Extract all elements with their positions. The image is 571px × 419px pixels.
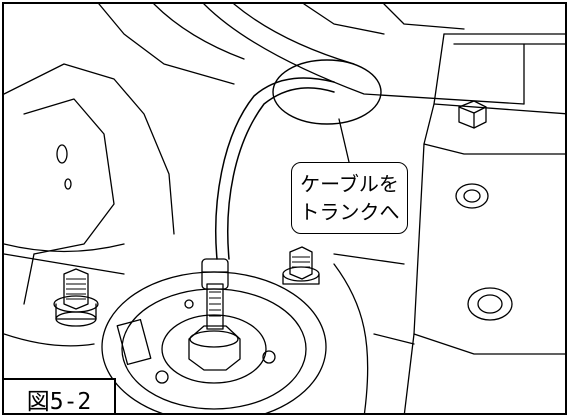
diagram-frame: ケーブルを トランクへ 図5-2 [2, 2, 567, 415]
cable-callout: ケーブルを トランクへ [291, 162, 408, 234]
figure-label: 図5-2 [4, 378, 116, 413]
callout-line-1: ケーブルを [300, 172, 399, 196]
technical-illustration [4, 4, 565, 413]
callout-line-2: トランクへ [299, 200, 400, 224]
